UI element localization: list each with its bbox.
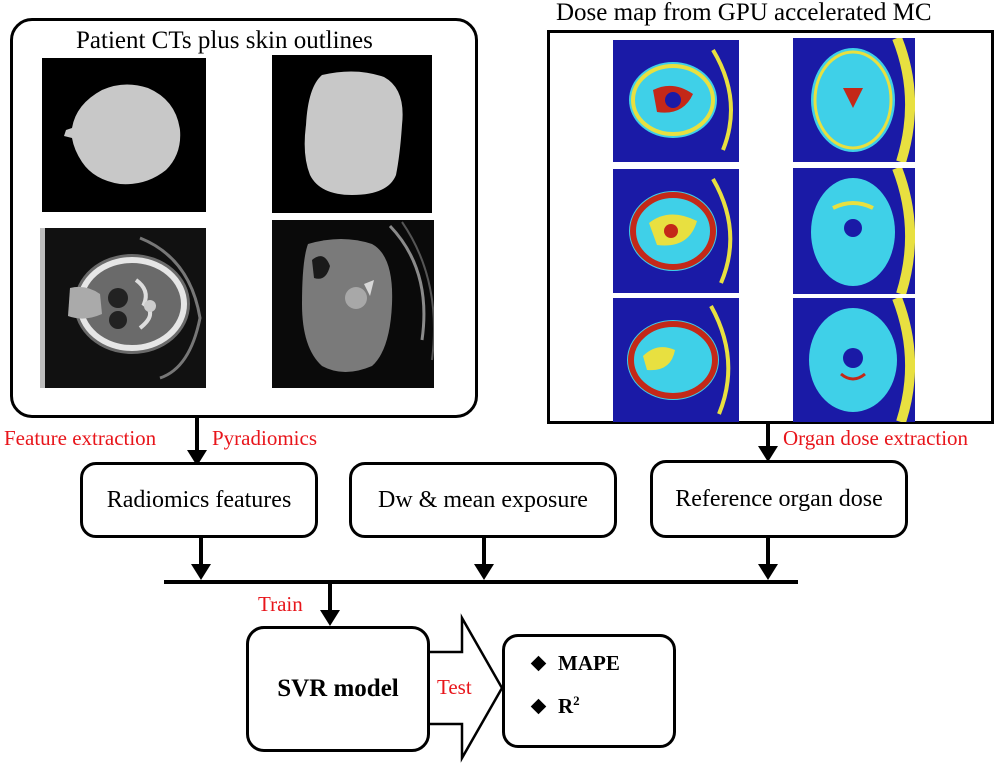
reference-organ-dose-box: Reference organ dose: [650, 460, 908, 538]
test-label: Test: [437, 675, 472, 699]
metrics-box: [502, 634, 676, 748]
dose-map-body-1: [793, 38, 915, 162]
metric-mape-label: MAPE: [558, 651, 620, 675]
diamond-bullet-icon: [530, 698, 547, 714]
reference-organ-dose-label: Reference organ dose: [675, 486, 883, 512]
metric-mape: MAPE: [530, 651, 620, 676]
dose-map-panel: [547, 30, 994, 424]
dose-map-body-2: [793, 168, 915, 294]
diamond-bullet-icon: [530, 655, 547, 671]
dose-map-head-3: [613, 298, 739, 422]
metric-r2: R2: [530, 693, 580, 719]
dose-map-title: Dose map from GPU accelerated MC: [556, 0, 932, 26]
metric-r2-label: R: [558, 694, 574, 718]
exposure-label: Dw & mean exposure: [378, 487, 588, 513]
patient-ct-title: Patient CTs plus skin outlines: [76, 27, 373, 54]
radiomics-features-box: Radiomics features: [80, 462, 318, 538]
organ-dose-extraction-label: Organ dose extraction: [783, 426, 969, 450]
dose-map-head-2: [613, 169, 739, 293]
pyradiomics-label: Pyradiomics: [212, 426, 317, 450]
svr-model-label: SVR model: [277, 675, 399, 702]
dose-map-body-3: [793, 298, 915, 422]
train-label: Train: [258, 592, 303, 616]
metric-r2-superscript: 2: [573, 693, 580, 708]
ct-body-image: [272, 220, 434, 388]
radiomics-features-label: Radiomics features: [106, 487, 292, 513]
skin-outline-head-image: [42, 58, 206, 212]
exposure-box: Dw & mean exposure: [349, 462, 617, 538]
skin-outline-body-image: [272, 55, 432, 213]
svr-model-box: SVR model: [246, 626, 430, 752]
dose-map-head-1: [613, 40, 739, 162]
ct-head-image: [40, 228, 206, 388]
feature-extraction-label: Feature extraction: [4, 426, 157, 450]
